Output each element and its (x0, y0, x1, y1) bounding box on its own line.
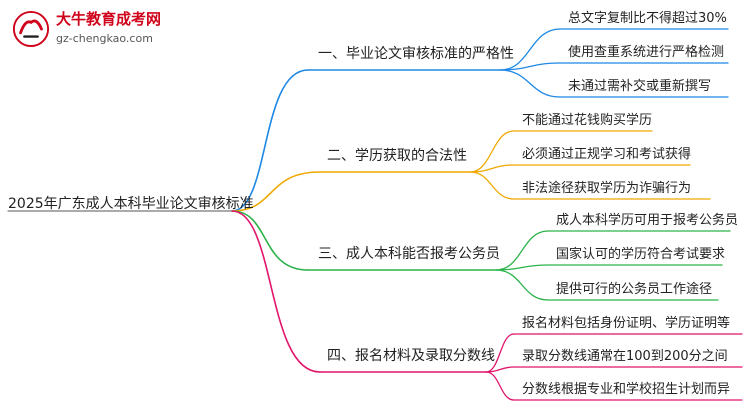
edge-branch-4-leaf-1 (485, 333, 515, 373)
edge-branch-1-leaf-2 (499, 62, 561, 71)
edge-branch-1-leaf-3 (499, 69, 561, 98)
logo-mark-icon (12, 10, 50, 48)
edge-branch-3-leaf-2 (495, 264, 549, 271)
leaf-3-2: 国家认可的学历符合考试要求 (556, 247, 726, 262)
leaf-4-2: 录取分数线通常在100到200分之间 (522, 349, 728, 364)
edge-branch-4-leaf-2 (485, 366, 515, 373)
leaf-4-3: 分数线根据专业和学校招生计划而异 (522, 382, 731, 397)
leaf-3-1: 成人本科学历可用于报考公务员 (556, 213, 739, 228)
edge-branch-3-leaf-1 (495, 230, 549, 271)
leaf-2-3: 非法途径获取学历为诈骗行为 (522, 181, 692, 196)
branch-label-1: 一、毕业论文审核标准的严格性 (318, 46, 514, 62)
logo-name: 大牛教育成考网 (56, 10, 162, 28)
edge-root-branch-1 (231, 69, 309, 212)
branch-label-3: 三、成人本科能否报考公务员 (318, 246, 500, 262)
leaf-4-1: 报名材料包括身份证明、学历证明等 (522, 316, 731, 331)
edge-branch-2-leaf-1 (469, 130, 515, 173)
leaf-2-1: 不能通过花钱购买学历 (522, 113, 653, 128)
leaf-3-3: 提供可行的公务员工作途径 (556, 282, 713, 297)
site-logo: 大牛教育成考网 gz-chengkao.com (6, 6, 166, 50)
leaf-1-1: 总文字复制比不得超过30% (568, 11, 727, 26)
edge-branch-2-leaf-3 (469, 171, 515, 200)
edge-branch-3-leaf-3 (495, 269, 549, 301)
edge-branch-4-leaf-3 (485, 371, 515, 401)
leaf-1-3: 未通过需补交或重新撰写 (568, 79, 712, 94)
edge-branch-2-leaf-2 (469, 164, 515, 173)
leaf-1-2: 使用查重系统进行严格检测 (568, 45, 725, 60)
edge-branch-1-leaf-1 (499, 28, 561, 71)
branch-label-2: 二、学历获取的合法性 (327, 148, 467, 164)
edge-root-branch-2 (231, 171, 321, 212)
branch-label-4: 四、报名材料及录取分数线 (327, 348, 495, 364)
logo-url: gz-chengkao.com (56, 32, 153, 45)
edge-root-branch-3 (231, 210, 309, 271)
edge-root-branch-4 (231, 210, 321, 373)
leaf-2-2: 必须通过正规学习和考试获得 (522, 147, 692, 162)
mindmap-root: 2025年广东成人本科毕业论文审核标准 (8, 196, 254, 212)
